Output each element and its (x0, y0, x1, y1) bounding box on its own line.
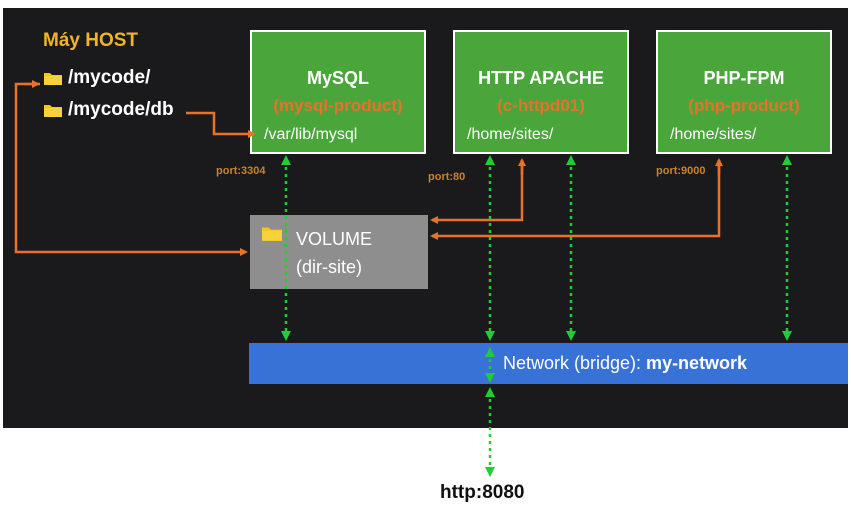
port-label-apache: port:80 (428, 171, 466, 183)
orange-link-db-to-mysql (186, 111, 256, 138)
folder-icon (262, 225, 282, 246)
folder-icon (44, 71, 62, 85)
folder-icon (44, 103, 62, 117)
network-name: my-network (646, 353, 748, 373)
container-php-fpm: PHP-FPM (php-product) /home/sites/ (656, 30, 832, 154)
host-path-mycode-db: /mycode/db (44, 99, 174, 121)
volume-title: VOLUME (296, 229, 373, 249)
network-type-label: Network (bridge): (503, 353, 647, 373)
host-path-label: /mycode/ (68, 67, 151, 88)
volume-name: (dir-site) (296, 257, 362, 277)
network-bar: Network (bridge): my-network (249, 343, 848, 384)
orange-link-mycode-to-volume (14, 82, 248, 256)
port-label-mysql: port:3304 (216, 165, 266, 177)
container-path: /home/sites/ (467, 126, 554, 143)
container-mysql: MySQL (mysql-product) /var/lib/mysql (250, 30, 426, 154)
container-path: /var/lib/mysql (264, 126, 358, 143)
container-name: PHP-FPM (703, 68, 785, 88)
container-name: HTTP APACHE (478, 68, 604, 88)
orange-link-volume-php (430, 160, 721, 240)
network-label: Network (bridge): my-network (503, 353, 747, 374)
orange-link-volume-apache (430, 160, 524, 224)
container-http-apache: HTTP APACHE (c-httpd01) /home/sites/ (453, 30, 629, 154)
port-label-php: port:9000 (656, 165, 706, 177)
volume-box: VOLUME (dir-site) (250, 215, 428, 289)
host-path-mycode: /mycode/ (44, 67, 150, 89)
host-title: Máy HOST (43, 30, 139, 51)
external-endpoint: http:8080 (440, 482, 525, 503)
container-path: /home/sites/ (670, 126, 757, 143)
host-path-label: /mycode/db (68, 99, 174, 120)
container-id: (mysql-product) (273, 96, 403, 115)
container-id: (php-product) (688, 96, 800, 115)
container-id: (c-httpd01) (497, 96, 585, 115)
container-name: MySQL (306, 68, 369, 88)
